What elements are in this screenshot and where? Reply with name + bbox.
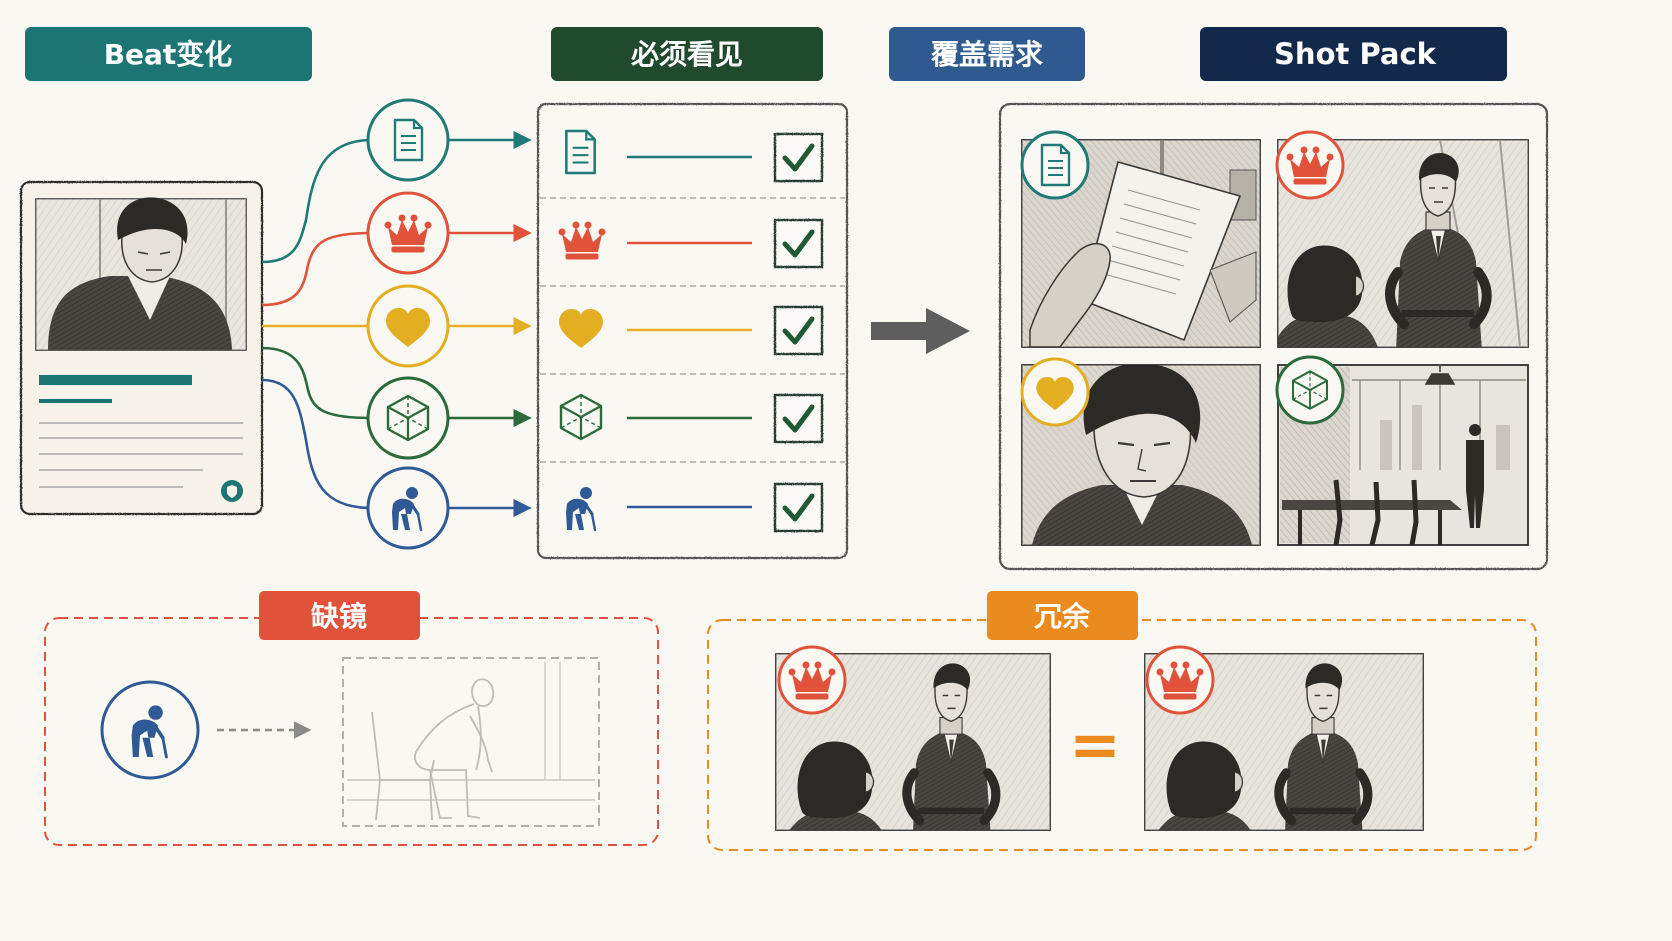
beat-card — [19, 180, 264, 516]
beat-card-illustration — [35, 197, 247, 351]
shot-document — [1020, 130, 1261, 348]
icon-to-checklist-arrows — [448, 130, 532, 518]
cube-icon-circle — [366, 376, 450, 460]
header-must-see: 必须看见 — [551, 27, 823, 81]
missing-shot-section: 缺镜 — [44, 591, 659, 846]
header-shot-pack-label: Shot Pack — [1274, 37, 1437, 71]
flow-arrow — [871, 308, 970, 354]
header-shot-pack: Shot Pack — [1200, 27, 1507, 81]
redundant-section-label: 冗余 — [1034, 600, 1091, 633]
shot-wide-room — [1275, 355, 1529, 546]
checklist-row-person — [564, 482, 824, 533]
crown-icon-circle — [366, 191, 450, 275]
checkbox-checked — [773, 132, 824, 183]
header-coverage: 覆盖需求 — [889, 27, 1085, 81]
checkbox-checked — [773, 305, 824, 356]
redundant-shot-a — [775, 645, 1051, 831]
missing-person-circle — [100, 680, 200, 780]
redundant-shot-b — [1144, 645, 1424, 831]
shield-icon — [221, 480, 243, 502]
redundant-section: 冗余 = — [707, 591, 1537, 851]
equals-sign: = — [1069, 708, 1121, 781]
shot-low-angle — [1275, 130, 1529, 348]
checklist-row-document — [565, 129, 824, 183]
icon-circles — [366, 98, 450, 550]
checklist-row-heart — [559, 305, 824, 356]
header-beat: Beat变化 — [25, 27, 312, 81]
header-coverage-label: 覆盖需求 — [930, 38, 1043, 71]
header-must-see-label: 必须看见 — [631, 38, 743, 71]
checklist-row-crown — [558, 218, 824, 269]
person-icon-circle — [366, 466, 450, 550]
checkbox-checked — [773, 218, 824, 269]
shot-close-up — [1020, 357, 1261, 546]
beat-connectors — [261, 138, 373, 510]
header-beat-label: Beat变化 — [104, 38, 233, 71]
must-see-checklist — [536, 102, 849, 560]
checklist-row-cube — [559, 393, 824, 444]
checkbox-checked — [773, 482, 824, 533]
shot-pack-panel — [998, 102, 1549, 571]
missing-section-label: 缺镜 — [311, 600, 367, 633]
missing-shot-placeholder — [342, 657, 600, 827]
heart-icon-circle — [366, 284, 450, 368]
checkbox-checked — [773, 393, 824, 444]
document-icon-circle — [366, 98, 450, 182]
